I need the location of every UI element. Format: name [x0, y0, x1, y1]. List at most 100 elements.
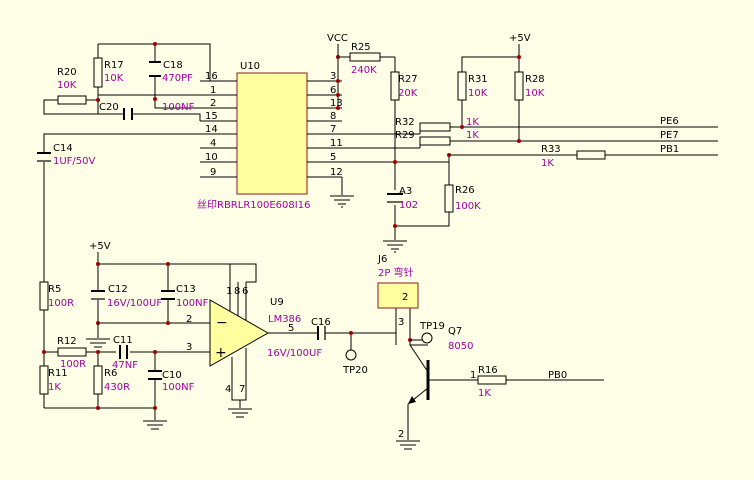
u9-pin2: 2	[186, 314, 192, 325]
c18-val: 470PF	[162, 73, 193, 84]
resistor-r32[interactable]: R32 1K	[395, 117, 479, 132]
network-amp-input	[42, 350, 210, 420]
vcc-label: VCC	[327, 33, 348, 44]
resistor-r28[interactable]: R28 10K	[514, 71, 545, 101]
ground-u10	[330, 177, 354, 208]
capacitor-c12[interactable]: C12 16V/100UF	[91, 284, 162, 309]
capacitor-c10[interactable]: C10 100NF	[148, 370, 195, 393]
p5v-low-label: +5V	[89, 241, 111, 252]
r29-ref: R29	[395, 130, 415, 141]
q7-ref: Q7	[448, 326, 462, 337]
c12-val: 16V/100UF	[107, 298, 162, 309]
resistor-r5[interactable]: R5 100R	[39, 281, 74, 311]
net-pe6: PE6	[660, 116, 679, 127]
resistor-r12[interactable]: R12 100R	[57, 336, 87, 370]
u10-pinnum-3: 3	[330, 71, 336, 82]
ground-a3	[383, 230, 407, 253]
resistor-r11[interactable]: R11 1K	[39, 365, 68, 395]
u9-pin8: 8	[234, 286, 240, 297]
resistor-r31[interactable]: R31 10K	[457, 71, 488, 101]
resistor-r26[interactable]: R26 100K	[444, 184, 481, 213]
r20-val: 10K	[57, 80, 77, 91]
a3-ref: A3	[399, 186, 412, 197]
resistor-r27[interactable]: R27 20K	[390, 71, 418, 101]
u10-pinnum-2: 2	[210, 98, 216, 109]
c16-ref: C16	[311, 317, 331, 328]
resistor-r20[interactable]: R20 10K	[57, 67, 87, 105]
transistor-q7[interactable]: Q7 8050 1 2	[398, 326, 478, 440]
resistor-r6[interactable]: R6 430R	[93, 365, 130, 395]
network-u10-left	[43, 42, 211, 121]
r12-val: 100R	[60, 359, 86, 370]
capacitor-c20[interactable]: C20 100NF	[99, 102, 195, 120]
u9-pin4: 4	[225, 384, 231, 395]
q7-part: 8050	[448, 341, 473, 352]
q7-pin-e: 2	[398, 429, 404, 440]
resistor-r33[interactable]: R33 1K	[541, 144, 606, 169]
u9-pin1: 1	[226, 286, 232, 297]
testpoint-tp20[interactable]: TP20	[342, 349, 368, 376]
ground-amp-left	[86, 323, 110, 348]
ic-u10-body	[236, 72, 308, 195]
u9-pin5: 5	[288, 323, 294, 334]
c11-val: 47NF	[112, 360, 138, 371]
capacitor-a3[interactable]: A3 102	[387, 186, 418, 211]
c14-ref: C14	[53, 143, 73, 154]
r20-ref: R20	[57, 67, 77, 78]
r27-ref: R27	[398, 74, 418, 85]
u10-pinnum-11: 11	[330, 138, 343, 149]
c13-ref: C13	[176, 284, 196, 295]
r17-val: 10K	[104, 73, 124, 84]
resistor-r25[interactable]: R25 240K	[349, 42, 381, 76]
r31-ref: R31	[468, 74, 488, 85]
r11-val: 1K	[48, 382, 61, 393]
r28-val: 10K	[525, 88, 545, 99]
c18-ref: C18	[163, 60, 183, 71]
capacitor-c11[interactable]: C11 47NF	[112, 335, 138, 371]
connector-j6[interactable]: J6 2P 弯针 2 1 3	[377, 254, 419, 328]
capacitor-c13[interactable]: C13 100NF	[161, 284, 209, 309]
p5v-top-label: +5V	[509, 33, 531, 44]
r29-val: 1K	[466, 130, 479, 141]
r17-ref: R17	[104, 60, 124, 71]
resistor-r16[interactable]: R16 1K	[477, 365, 507, 399]
ic-u10-part: 丝印RBRLR100E608I16	[197, 199, 310, 211]
net-pb0: PB0	[548, 370, 567, 381]
r5-val: 100R	[48, 298, 74, 309]
c20-val: 100NF	[162, 102, 195, 113]
r5-ref: R5	[48, 284, 61, 295]
u10-pinnum-14: 14	[205, 124, 218, 135]
c10-val: 100NF	[162, 382, 195, 393]
network-speaker	[300, 305, 428, 350]
capacitor-c18[interactable]: C18 470PF	[149, 60, 193, 84]
network-c14	[43, 133, 200, 282]
r32-ref: R32	[395, 117, 415, 128]
r33-val: 1K	[541, 158, 554, 169]
u10-pinnum-5: 5	[330, 152, 336, 163]
ic-u10[interactable]: U10 丝印RBRLR100E608I16 16 1 2 15 14 4 10 …	[197, 61, 343, 211]
u10-pinnum-4: 4	[210, 138, 216, 149]
r16-val: 1K	[478, 388, 491, 399]
opamp-u9[interactable]: − + 1 8 6 2 3 5 4 7 U9 LM386	[186, 263, 301, 395]
r32-val: 1K	[466, 117, 479, 128]
u10-pinnum-1: 1	[210, 85, 216, 96]
network-pullups	[419, 44, 718, 156]
u9-plus: +	[215, 345, 227, 361]
ground-q7	[396, 440, 420, 450]
c14-val: 1UF/50V	[53, 156, 96, 167]
resistor-r17[interactable]: R17 10K	[93, 57, 124, 88]
r27-val: 20K	[398, 88, 418, 99]
resistor-r29[interactable]: R29 1K	[395, 130, 479, 146]
c12-ref: C12	[108, 284, 128, 295]
testpoint-tp19[interactable]: TP19	[410, 321, 445, 344]
r31-val: 10K	[468, 88, 488, 99]
u10-pinnum-9: 9	[210, 167, 216, 178]
capacitor-c14[interactable]: C14 1UF/50V	[37, 143, 96, 167]
ground-amp-input	[143, 420, 167, 430]
j6-pin3: 3	[398, 317, 404, 328]
c13-val: 100NF	[176, 298, 209, 309]
u10-pinnum-7: 7	[330, 124, 336, 135]
net-pb1: PB1	[660, 144, 679, 155]
net-pe7: PE7	[660, 130, 679, 141]
